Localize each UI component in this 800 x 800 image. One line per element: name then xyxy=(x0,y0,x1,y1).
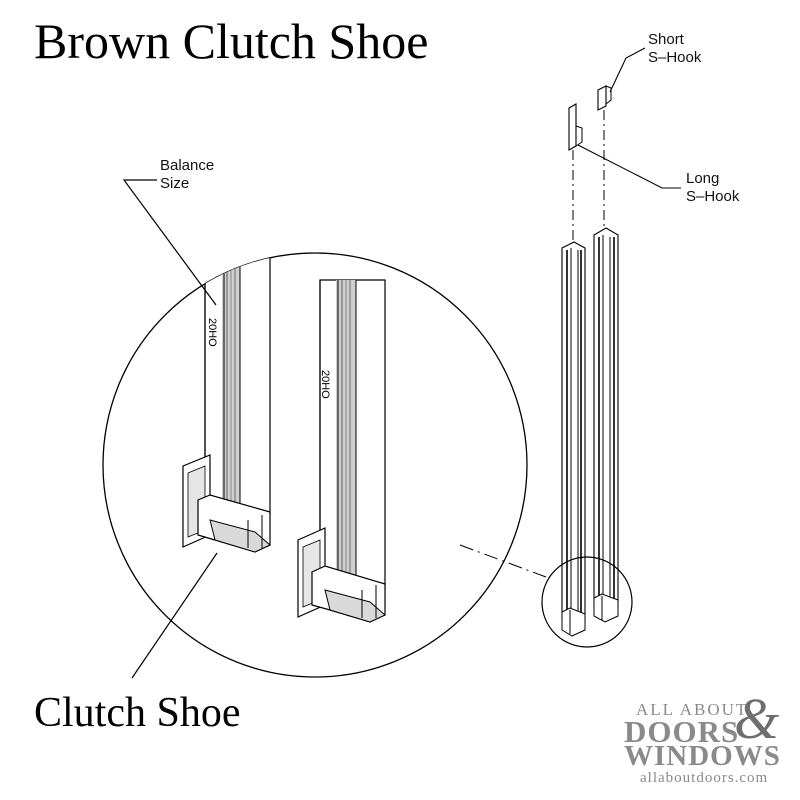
long-s-hook xyxy=(568,103,583,151)
right-clutch-shoe xyxy=(297,527,386,623)
logo-url: allaboutdoors.com xyxy=(640,770,769,786)
long-s-hook-leader xyxy=(577,144,681,189)
logo-line-3: WINDOWS xyxy=(624,740,781,772)
short-s-hook-callout: Short S–Hook xyxy=(648,31,701,67)
short-s-hook xyxy=(597,85,612,111)
full-balance-assembly xyxy=(561,85,619,627)
short-s-hook-leader xyxy=(609,47,646,93)
left-balance-channel xyxy=(204,253,271,529)
short-s-hook-line-2: S–Hook xyxy=(648,49,702,66)
magnifier-connector xyxy=(459,544,547,578)
balance-size-line-1: Balance xyxy=(160,157,215,174)
clutch-shoe-label: Clutch Shoe xyxy=(34,690,241,736)
long-s-hook-callout: Long S–Hook xyxy=(686,170,739,206)
left-clutch-shoe xyxy=(182,454,271,553)
long-s-hook-line-1: Long xyxy=(686,170,720,187)
detail-circle xyxy=(541,556,633,648)
logo-line-1: ALL ABOUT xyxy=(636,700,749,719)
part-marking-right: 20HO xyxy=(319,370,331,399)
short-s-hook-line-1: Short xyxy=(648,31,684,48)
magnified-balance-view xyxy=(182,253,386,623)
long-s-hook-line-2: S–Hook xyxy=(686,188,740,205)
logo-line-2: DOORS xyxy=(624,714,740,749)
balance-size-callout: Balance Size xyxy=(160,157,214,193)
balance-size-leader xyxy=(122,179,217,306)
balance-size-line-2: Size xyxy=(160,175,190,192)
diagram-title: Brown Clutch Shoe xyxy=(34,13,429,69)
clutch-shoe-leader xyxy=(131,552,218,679)
right-balance-channel xyxy=(319,279,386,601)
magnifier-circle xyxy=(102,252,528,678)
part-marking-left: 20HO xyxy=(206,318,218,347)
logo-ampersand: & xyxy=(734,686,780,751)
small-clutch-shoes xyxy=(561,593,619,637)
